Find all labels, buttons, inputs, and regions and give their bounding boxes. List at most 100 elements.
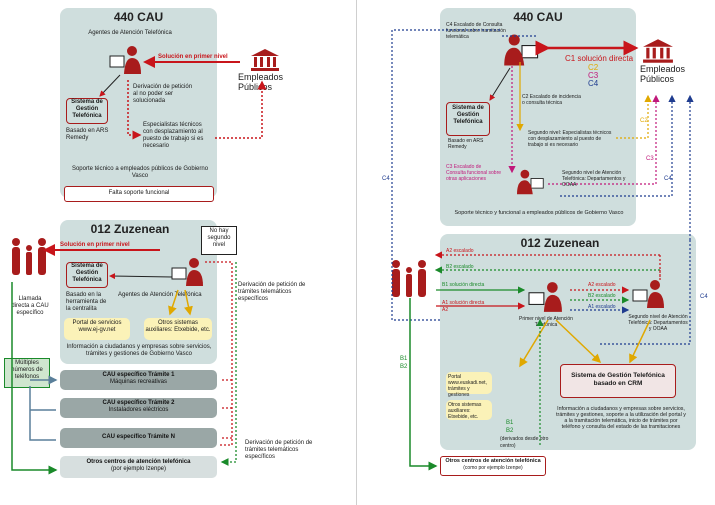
right-cau440-title: 440 CAU: [513, 10, 563, 24]
right-c2: C2: [588, 63, 599, 72]
left-cauN: CAU específico Trámite N: [60, 428, 217, 448]
right-otros-centros: Otros centros de atención telefónica: [445, 458, 541, 464]
right-sistema-box: [446, 102, 490, 136]
left-cau440-especialistas: Especialistas técnicos con desplazamient…: [143, 122, 204, 149]
left-zuz012-title: 012 Zuzenean: [90, 222, 170, 236]
right-informacion: Información a ciudadanos y empresas sobr…: [556, 406, 686, 430]
right-a2-escalado: A2 escalado: [446, 248, 474, 254]
right-a1: A1 solución directa: [442, 300, 485, 306]
left-cau2-title: CAU específico Trámite 2: [102, 400, 175, 406]
left-zuz012-panel: [60, 220, 217, 364]
right-b1-label: B1: [400, 356, 408, 362]
right-crm-box: [560, 364, 676, 398]
left-zuz-sistema-box: [66, 262, 108, 288]
agent-icon: [108, 44, 144, 76]
left-cau440-basado: Basado en ARS Remedy: [66, 128, 109, 141]
right-c4-side: C4: [700, 294, 708, 300]
right-c3-side: C3: [646, 156, 654, 162]
left-cau440-title: 440 CAU: [113, 10, 164, 24]
left-cau440-sistema: Sistema de Gestión Telefónica: [71, 99, 103, 119]
right-primer: Primer nivel de Atención Telefónica: [519, 316, 573, 328]
right-c4: C4: [588, 79, 599, 88]
right-derivados: (derivados desde otro centro): [500, 436, 549, 449]
people-icon: [8, 236, 52, 276]
right-b1b: B1: [506, 420, 514, 426]
right-a2-esc: A2 escalado: [588, 282, 616, 288]
left-nohay: No hay segundo nivel: [207, 228, 231, 248]
left-nohay-box: [201, 226, 237, 255]
right-sistema: Sistema de Gestión Telefónica: [452, 105, 484, 125]
divider: [356, 0, 357, 505]
right-c3-text: C3 Escalado de Consulta funcional sobre …: [446, 164, 502, 182]
left-zuz-informacion: Información a ciudadanos y empresas sobr…: [66, 344, 212, 357]
right-zuz012-title: 012 Zuzenean: [520, 236, 600, 250]
right-c4-side2: C4: [664, 176, 672, 182]
right-b2-esc: B2 escalado: [588, 293, 616, 299]
left-cau440-derivacion: Derivación de petición al no poder ser s…: [133, 84, 193, 104]
left-otros-centros-title: Otros centros de atención telefónica: [86, 459, 191, 465]
left-otros-centros-sub: (por ejemplo Izenpe): [110, 466, 167, 472]
left-cau2-sub: Instaladores eléctricos: [108, 407, 169, 413]
agent-icon: [630, 278, 668, 310]
left-cau440-soporte: Soporte técnico a empleados públicos de …: [71, 166, 209, 179]
left-cau1-title: CAU específico Trámite 1: [102, 372, 175, 378]
left-zuz-portal: Portal de servicios www.ej-gv.net: [72, 320, 122, 333]
agent-icon: [502, 32, 542, 68]
right-a1-esc: A1 escalado: [588, 304, 616, 310]
left-derivacion-bottom: Derivación de petición de trámites telem…: [245, 440, 313, 460]
left-zuz-basado: Basado en la herramienta de la centralit…: [66, 292, 107, 312]
right-segundo-012: Segundo nivel de Atención Telefónica: De…: [628, 314, 688, 332]
left-zuz-sistema: Sistema de Gestión Telefónica: [71, 263, 103, 283]
right-otros: Otros sistemas auxiliares: Etxebide, etc…: [448, 402, 482, 420]
right-c4-far: C4: [382, 176, 390, 182]
right-c2-text: C2 Escalado de incidencia o consulta téc…: [522, 94, 581, 106]
left-zuz-agentes: Agentes de Atención Telefónica: [118, 292, 202, 298]
right-b2b: B2: [506, 428, 514, 434]
left-cau440-falta-box: [64, 186, 214, 202]
left-cau440-solucion: Solución en primer nivel: [158, 54, 228, 60]
left-zuz-otros: Otros sistemas auxiliares: Etxebide, etc…: [145, 320, 211, 333]
right-a2: A2: [442, 307, 449, 313]
left-cauN-title: CAU específico Trámite N: [101, 434, 176, 440]
left-zuz-solucion: Solución en primer nivel: [60, 242, 130, 248]
right-segundo2: Segundo nivel de Atención Telefónica: De…: [562, 170, 626, 188]
left-zuz-portal-box: [64, 318, 130, 340]
right-c4-text: C4 Escalado de Consulta funcional sobre …: [446, 22, 506, 40]
agent-icon: [170, 256, 206, 288]
right-b2-escalado: B2 escalado: [446, 264, 474, 270]
agent-icon: [514, 168, 548, 196]
left-zuz-otros-box: [144, 318, 212, 340]
left-cau1-sub: Máquinas recreativas: [109, 379, 168, 385]
right-segundo: Segundo nivel: Especialistas técnicos co…: [528, 130, 612, 148]
left-empleados: Empleados Públicos: [238, 72, 284, 92]
people-icon: [388, 258, 432, 298]
left-multiples: Múltiples números de teléfonos: [11, 360, 43, 380]
right-c3: C3: [588, 71, 599, 80]
right-c2-side: C2: [640, 118, 648, 124]
left-llamada: Llamada directa a CAU específico: [11, 296, 49, 316]
left-cau1: CAU específico Trámite 1 Máquinas recrea…: [60, 370, 217, 390]
left-connectors: [11, 56, 267, 475]
right-b1: B1 solución directa: [442, 282, 485, 288]
left-cau440-agentes: Agentes de Atención Telefónica: [88, 30, 172, 36]
left-otros-centros: Otros centros de atención telefónica (po…: [60, 456, 217, 478]
building-icon: [250, 48, 280, 72]
right-b2-label: B2: [400, 364, 408, 370]
right-portal-box: [446, 372, 492, 394]
left-cau440-falta: Falta soporte funcional: [108, 190, 170, 196]
left-cau440-sistema-box: [66, 98, 108, 124]
agent-icon: [526, 280, 566, 314]
right-otros-box: [446, 400, 492, 420]
right-portal: Portal www.euskadi.net, trámites y gesti…: [448, 374, 487, 398]
right-crm: Sistema de Gestión Telefónica basado en …: [571, 372, 665, 387]
right-basado: Basado en ARS Remedy: [448, 138, 484, 150]
left-derivacion-top: Derivación de petición de trámites telem…: [238, 282, 306, 302]
right-c1: C1 solución directa: [565, 54, 634, 63]
left-cau2: CAU específico Trámite 2 Instaladores el…: [60, 398, 217, 418]
right-soporte: Soporte técnico y funcional a empleados …: [454, 210, 624, 216]
right-otros-centros-sub: (como por ejemplo Izenpe): [463, 465, 523, 471]
right-empleados: Empleados Públicos: [640, 64, 686, 84]
building-icon: [642, 38, 674, 64]
right-otros-centros-box: [440, 456, 546, 476]
